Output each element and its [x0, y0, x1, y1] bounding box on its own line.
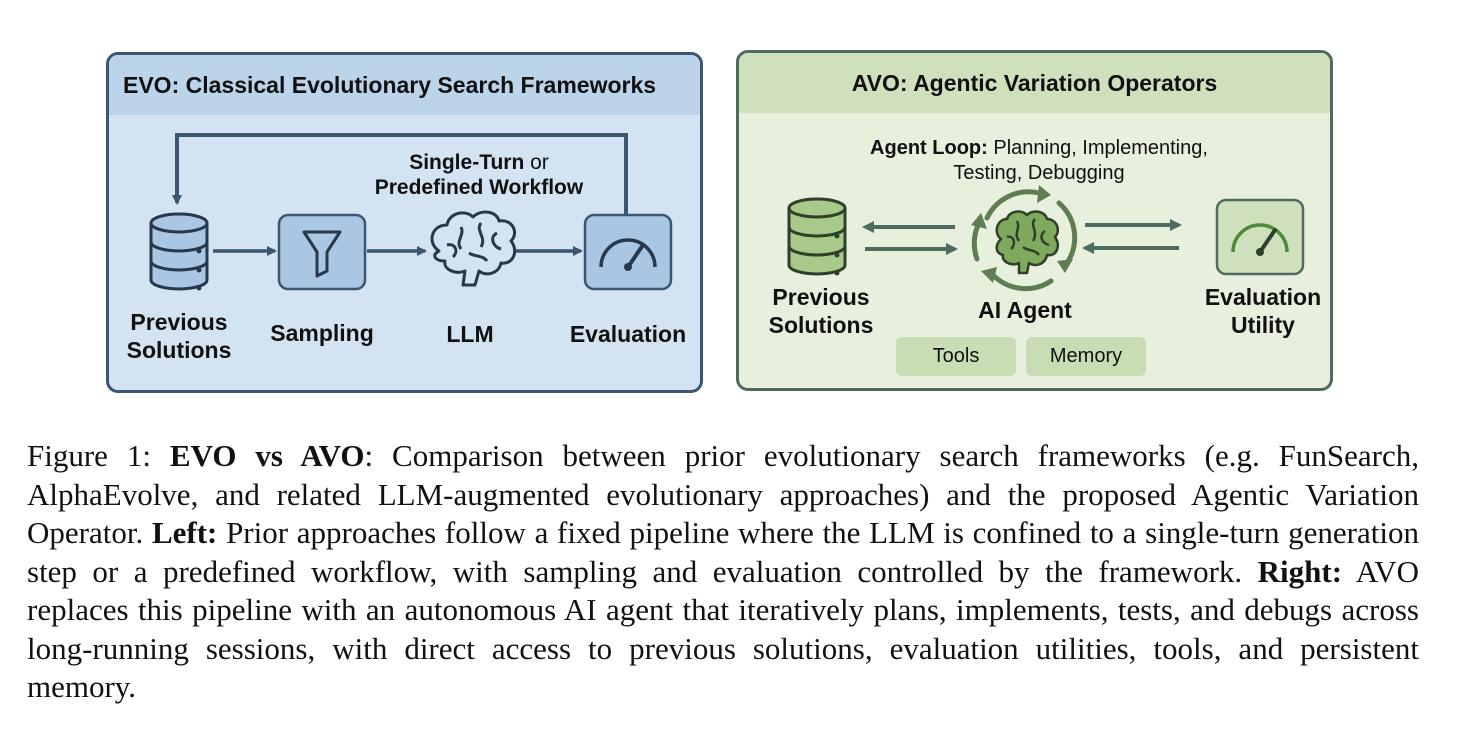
eval-utility-line1: Evaluation [1204, 284, 1322, 310]
eval-utility-line2: Utility [1231, 312, 1295, 338]
workflow-line2: Predefined Workflow [374, 176, 584, 199]
gauge-icon [583, 213, 673, 291]
avo-previous-solutions-label: Previous Solutions [751, 283, 891, 339]
llm-label: LLM [446, 321, 494, 347]
database-icon [149, 212, 209, 291]
memory-box: Memory [1026, 337, 1146, 376]
avo-previous-line1: Previous [772, 284, 870, 310]
avo-title: AVO: Agentic Variation Operators [739, 53, 1330, 113]
figure-caption: Figure 1: EVO vs AVO: Comparison between… [27, 437, 1419, 707]
evo-previous-solutions-label: Previous Solutions [109, 308, 249, 364]
brain-icon [430, 210, 517, 287]
workflow-label: Single-Turn or Predefined Workflow [329, 150, 629, 200]
workflow-or: or [524, 151, 549, 174]
caption-right-label: Right: [1257, 553, 1343, 589]
caption-text-1: : Comparison between prior evolutionary … [27, 438, 1419, 550]
avo-panel: AVO: Agentic Variation Operators [736, 50, 1333, 391]
evaluation-label: Evaluation [569, 321, 687, 347]
tools-box: Tools [896, 337, 1016, 376]
figure-label: Figure 1: [27, 438, 170, 473]
ai-agent-label: AI Agent [978, 297, 1072, 323]
agent-loop-rest: Planning, Implementing, [987, 137, 1208, 159]
agent-loop-bold: Agent Loop: [870, 137, 988, 159]
evo-diagram [149, 133, 673, 291]
agent-loop-label: Agent Loop: Planning, Implementing, Test… [829, 136, 1249, 186]
caption-left-label: Left: [151, 515, 218, 550]
feedback-loop-arrow [172, 133, 628, 215]
evo-panel: EVO: Classical Evolutionary Search Frame… [106, 52, 703, 393]
evo-previous-line2: Solutions [126, 337, 232, 363]
cycle-arrows-icon [971, 189, 1078, 292]
agent-loop-line2: Testing, Debugging [953, 162, 1125, 184]
caption-text-2: Prior approaches follow a fixed pipeline… [27, 515, 1419, 589]
evaluation-utility-label: Evaluation Utility [1191, 283, 1330, 339]
avo-previous-line2: Solutions [768, 312, 874, 338]
evo-previous-line1: Previous [130, 309, 228, 335]
brain-icon [995, 210, 1059, 275]
caption-title: EVO vs AVO [169, 438, 365, 473]
caption-text-3: AVO replaces this pipeline with an auton… [27, 553, 1419, 705]
filter-icon [277, 213, 367, 291]
workflow-bold: Single-Turn [409, 151, 525, 174]
gauge-icon [1215, 198, 1305, 276]
database-icon [787, 197, 847, 276]
avo-diagram [787, 185, 1305, 292]
sampling-label: Sampling [270, 320, 374, 346]
evo-title: EVO: Classical Evolutionary Search Frame… [109, 55, 700, 115]
